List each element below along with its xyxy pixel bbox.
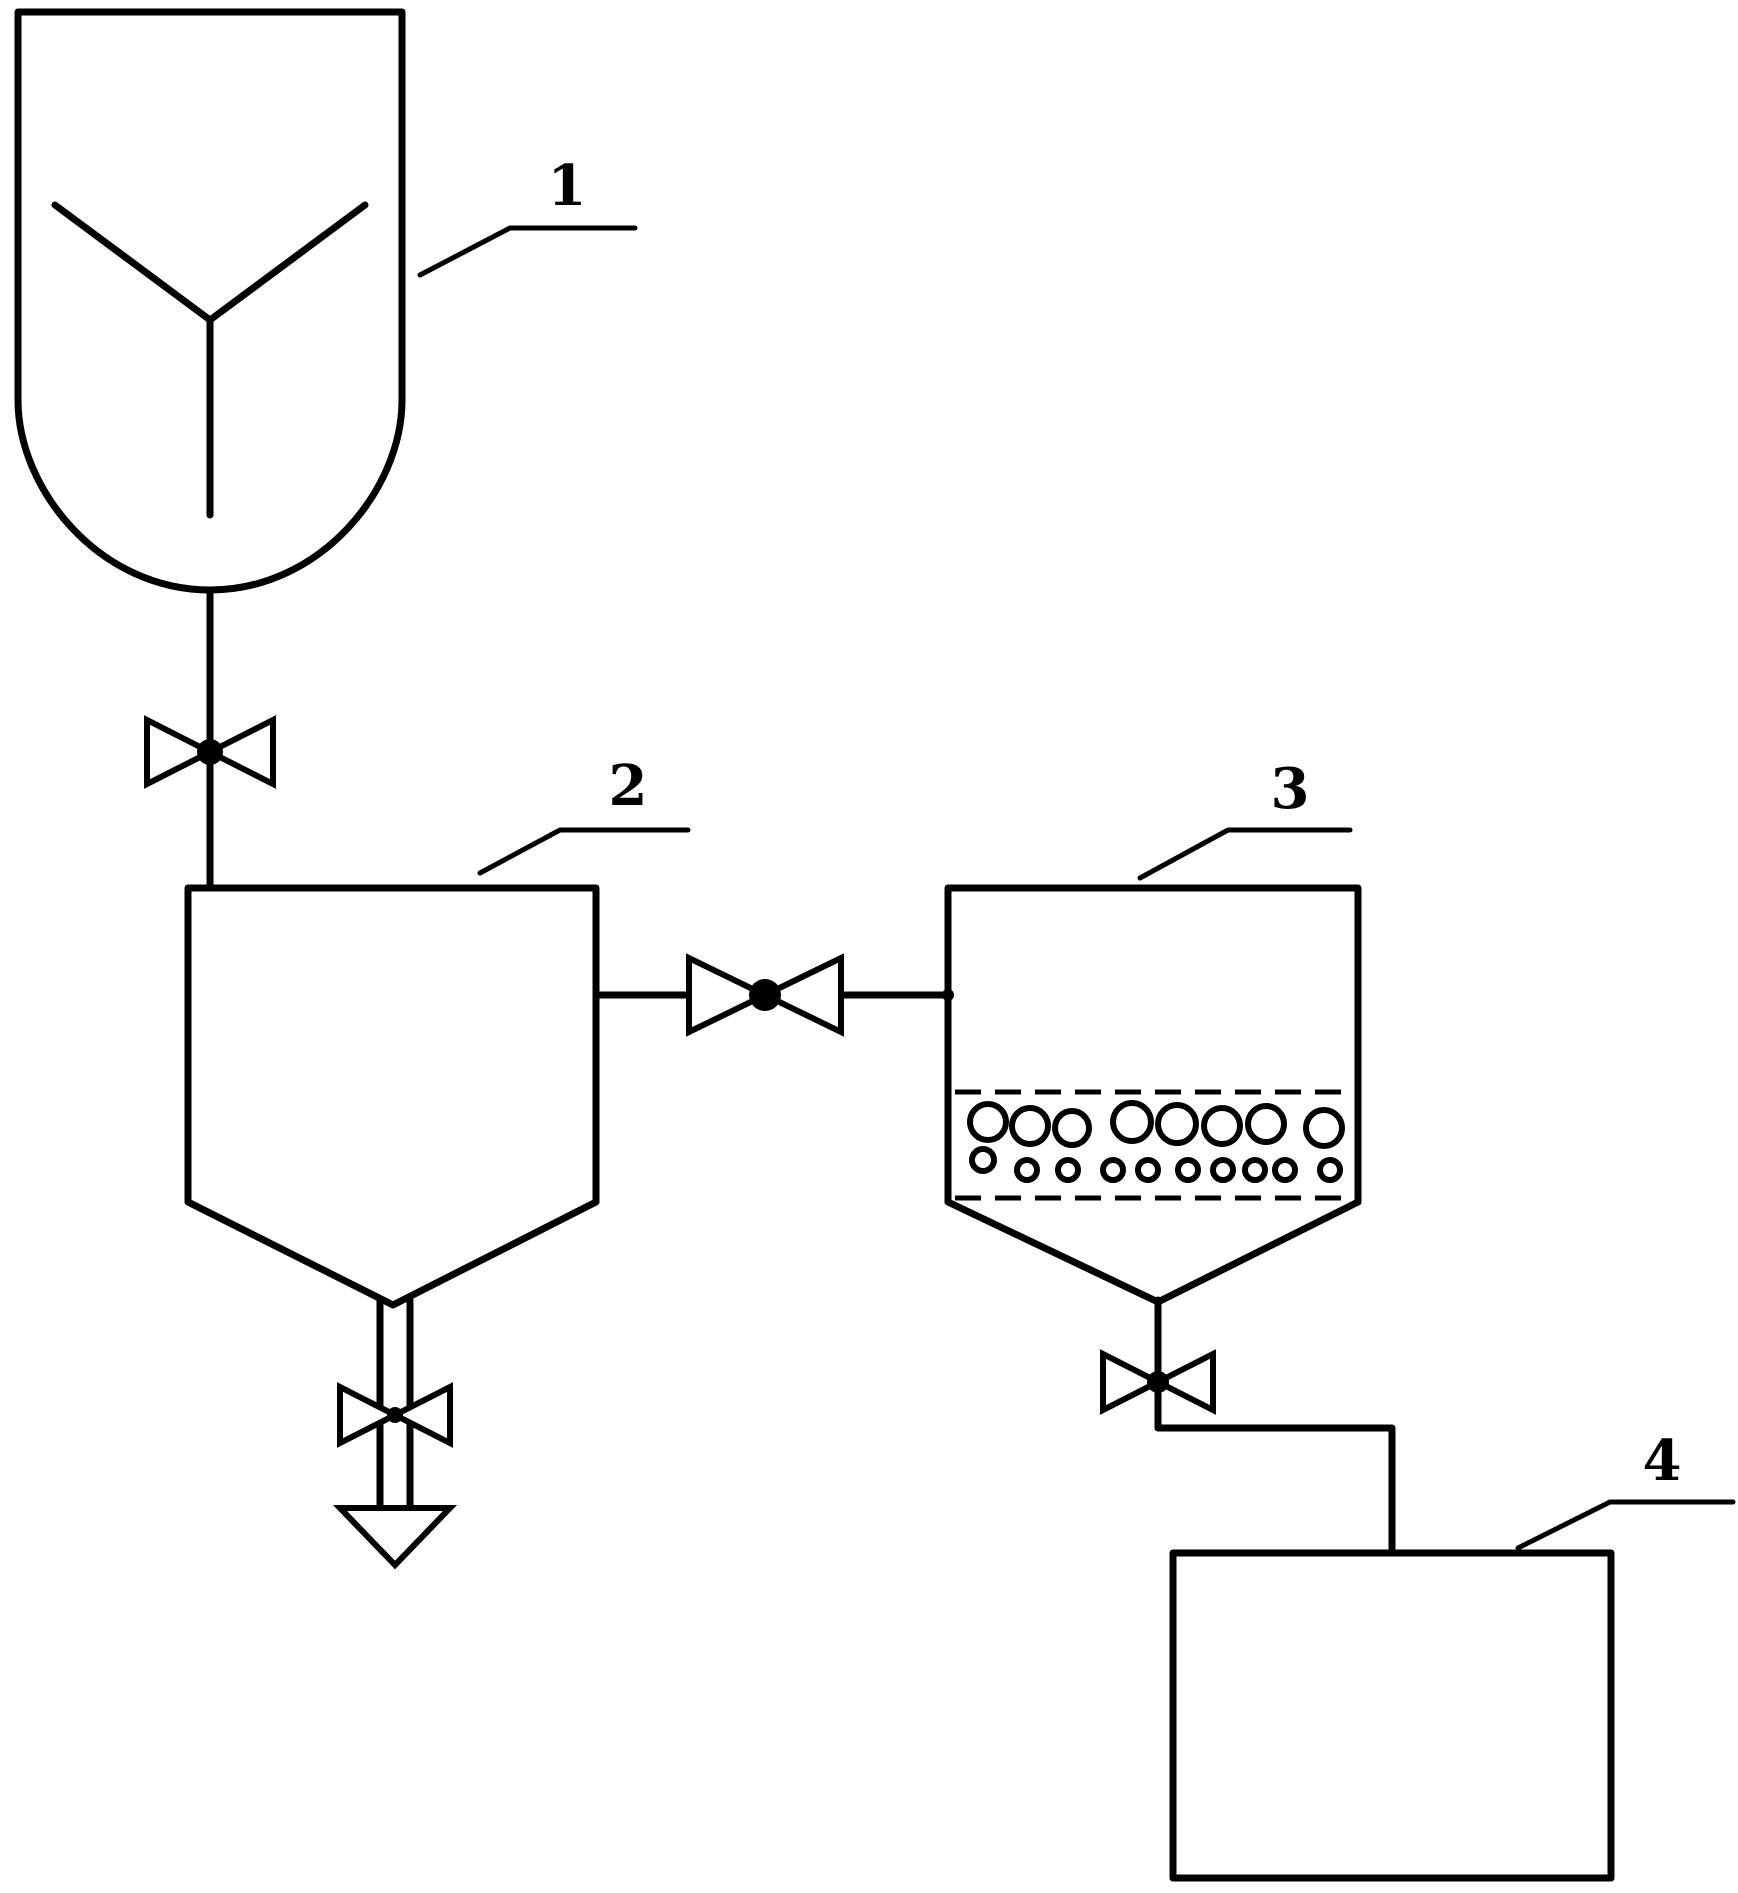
label-4: 4 [1643, 1428, 1682, 1494]
label-3-callout: 3 [1137, 756, 1353, 881]
label-4-callout: 4 [1515, 1428, 1736, 1551]
valve-2-icon[interactable] [337, 1382, 453, 1448]
label-2: 2 [609, 753, 648, 819]
agitator-icon [51, 201, 369, 519]
label-1: 1 [548, 153, 587, 219]
pipe-3-to-4 [1154, 1296, 1396, 1554]
valve-4-icon[interactable] [1100, 1349, 1216, 1415]
tank-3-vessel [944, 884, 1362, 1306]
unit-1-stirred-tank [14, 8, 406, 594]
packing-media-icon [967, 1100, 1345, 1183]
valve-1-icon[interactable] [144, 715, 276, 789]
valve-3-icon[interactable] [686, 953, 844, 1037]
label-1-callout: 1 [417, 153, 638, 278]
tank-2-vessel [184, 884, 600, 1309]
discharge-arrow-icon [332, 1505, 458, 1570]
tank-2-discharge [376, 1296, 414, 1512]
label-3: 3 [1271, 756, 1310, 822]
label-2-callout: 2 [477, 753, 691, 876]
unit-3-filter-tank [944, 884, 1362, 1306]
unit-4-collection-tank [1169, 1549, 1615, 1882]
unit-2-settling-tank [184, 884, 600, 1309]
